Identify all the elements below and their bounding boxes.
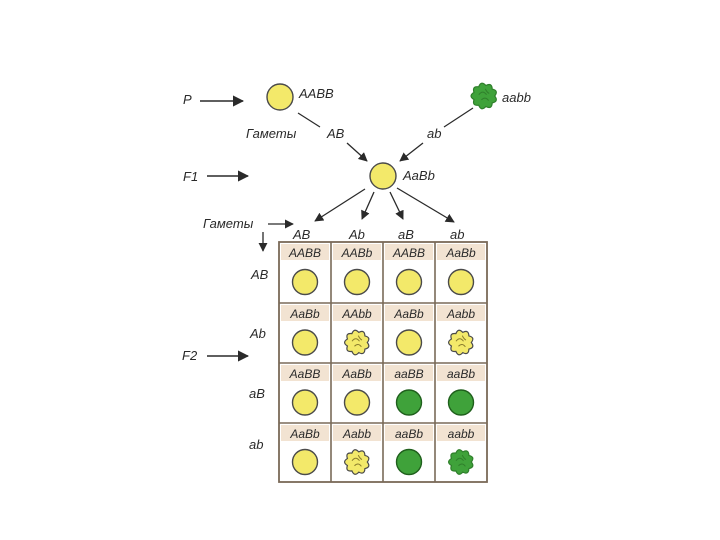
cell-genotype: aabb [448,427,475,441]
cell-pea [397,330,422,355]
cell-pea [397,450,422,475]
cell-pea [293,390,318,415]
cell-pea [293,330,318,355]
cell-pea [345,450,369,475]
parent-right-genotype: aabb [502,90,531,105]
row-gamete-2: Ab [249,326,266,341]
f1-gametes-label: Гаметы [203,216,254,231]
col-gamete-3: aB [398,227,414,242]
col-gamete-2: Ab [348,227,365,242]
cell-genotype: AaBB [289,367,321,381]
f1-arrow-gamete-3 [390,192,403,219]
cell-pea [449,330,473,355]
cell-pea [397,390,422,415]
f1-arrow-gamete-4 [397,188,454,222]
cell-genotype: AaBb [289,427,320,441]
cell-pea [345,390,370,415]
row-gamete-4: ab [249,437,263,452]
arrow-left-parent-to-gamete [298,113,320,127]
parent-gamete-right: ab [427,126,441,141]
f1-row-label: F1 [183,169,198,184]
cell-genotype: AaBb [393,307,424,321]
cell-pea [449,390,474,415]
row-gamete-3: aB [249,386,265,401]
cell-genotype: AABB [288,246,321,260]
cell-genotype: aaBB [394,367,423,381]
parent-gametes-label: Гаметы [246,126,297,141]
row-gamete-1: AB [250,267,269,282]
cell-pea [449,270,474,295]
cell-genotype: aaBb [395,427,423,441]
arrow-left-gamete-to-f1 [347,143,367,161]
f1-genotype: AaBb [402,168,435,183]
col-gamete-4: ab [450,227,464,242]
col-gamete-1: AB [292,227,311,242]
f2-row-label: F2 [182,348,198,363]
parent-right-pea [471,83,496,109]
parent-left-genotype: AABB [298,86,334,101]
parent-left-pea-shape [267,84,293,110]
cell-pea [345,330,369,355]
f1-arrow-gamete-2 [362,192,374,219]
parent-left-pea [267,84,293,110]
f1-pea [370,163,396,189]
cell-pea [449,450,473,475]
f1-pea-shape [370,163,396,189]
cell-genotype: Aabb [446,307,475,321]
cell-pea [293,450,318,475]
cell-genotype: AAbb [341,307,372,321]
arrow-right-parent-to-gamete [444,108,473,127]
arrow-right-gamete-to-f1 [400,143,423,161]
cell-genotype: AaBb [289,307,320,321]
p-row-label: P [183,92,192,107]
cell-pea [293,270,318,295]
parent-right-pea-shape [471,83,496,109]
cell-genotype: aaBb [447,367,475,381]
cell-genotype: AABb [341,246,373,260]
parent-gamete-left: AB [326,126,345,141]
cell-genotype: AaBb [445,246,476,260]
f1-arrow-gamete-1 [315,189,365,221]
cell-pea [397,270,422,295]
cell-genotype: AABB [392,246,425,260]
cell-pea [345,270,370,295]
cell-genotype: AaBb [341,367,372,381]
cell-genotype: Aabb [342,427,371,441]
